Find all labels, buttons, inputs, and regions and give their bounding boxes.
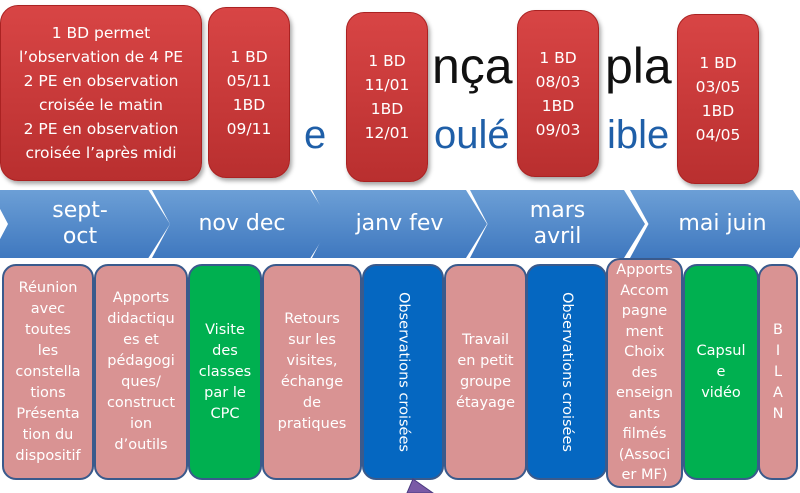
date-text: 1 BD 03/05 1BD 04/05 xyxy=(695,54,741,144)
activity-travail-groupe: Travail en petit groupe étayage xyxy=(444,264,527,480)
activity-visite-classes: Visite des classes par le CPC xyxy=(188,264,262,480)
date-box-may: 1 BD 03/05 1BD 04/05 xyxy=(677,14,759,184)
callout-pointer-icon xyxy=(406,478,434,493)
date-box-jan: 1 BD 11/01 1BD 12/01 xyxy=(346,12,428,182)
activity-bilan: B I L A N xyxy=(758,264,798,480)
date-text: 1 BD permet l’observation de 4 PE 2 PE e… xyxy=(18,24,184,162)
background-title-fragment: pla xyxy=(605,38,672,94)
date-text: 1 BD 05/11 1BD 09/11 xyxy=(226,47,272,138)
activity-observations-1: Observations croisées xyxy=(362,264,444,480)
activity-apports-accompagnement: Apports Accom pagne ment Choix des ensei… xyxy=(606,258,683,488)
activity-apports-didactiques: Apports didactiqu es et pédagogi ques/ c… xyxy=(94,264,188,480)
activity-reunion: Réunion avec toutes les constella tions … xyxy=(2,264,94,480)
activity-observations-2: Observations croisées xyxy=(526,264,607,480)
date-text: 1 BD 08/03 1BD 09/03 xyxy=(535,48,581,139)
activity-retours: Retours sur les visites, échange de prat… xyxy=(262,264,362,480)
background-subtitle-fragment: oulé xyxy=(434,113,510,157)
activity-capsule-video: Capsul e vidéo xyxy=(683,264,759,480)
period-janv-fev: janv fev xyxy=(312,190,487,258)
period-mai-juin: mai juin xyxy=(630,190,800,258)
period-nov-dec: nov dec xyxy=(152,190,332,258)
background-subtitle-fragment: ible xyxy=(607,113,670,157)
date-box-sept: 1 BD permet l’observation de 4 PE 2 PE e… xyxy=(0,5,202,181)
background-subtitle-fragment: e xyxy=(304,113,327,157)
background-title-fragment: nça xyxy=(432,38,513,94)
period-mars-avril: mars avril xyxy=(470,190,645,258)
period-sept-oct: sept- oct xyxy=(0,190,170,258)
date-box-mar: 1 BD 08/03 1BD 09/03 xyxy=(517,10,599,177)
date-box-nov: 1 BD 05/11 1BD 09/11 xyxy=(208,7,290,178)
date-text: 1 BD 11/01 1BD 12/01 xyxy=(364,52,410,142)
